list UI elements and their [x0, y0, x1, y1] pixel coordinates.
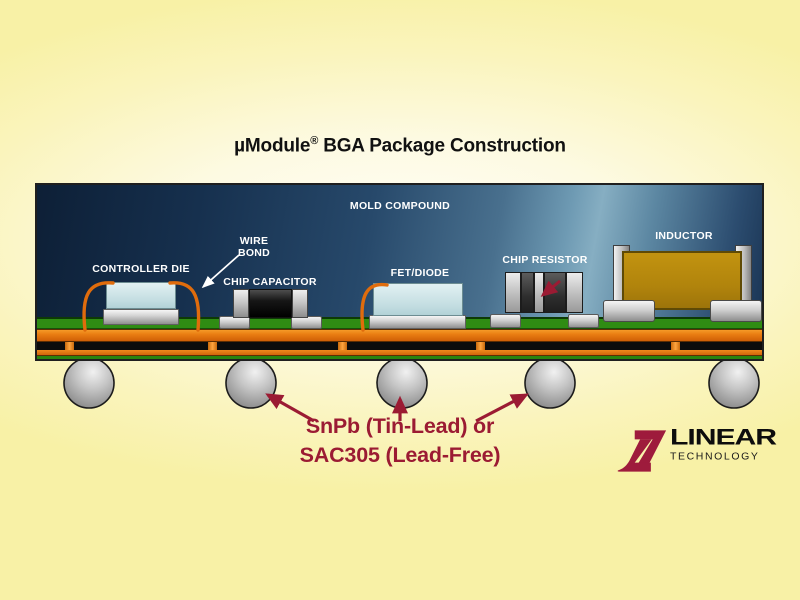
logo-brand-text: LINEAR: [670, 425, 777, 450]
fet-diode-die: [373, 283, 463, 316]
title-product-name: µModule: [234, 135, 311, 157]
controller-die-label: CONTROLLER DIE: [92, 263, 190, 275]
chip-capacitor-body: [249, 289, 292, 318]
substrate-soldermask-bottom-layer: [35, 356, 764, 361]
registered-trademark-symbol: ®: [310, 135, 319, 147]
chip-resistor-body: [521, 272, 534, 313]
title-suffix: BGA Package Construction: [318, 135, 566, 157]
controller-die-attach-base: [103, 309, 179, 325]
page-title: µModule® BGA Package Construction: [0, 135, 800, 157]
controller-die: [106, 282, 176, 309]
mold-compound-label: MOLD COMPOUND: [349, 200, 451, 212]
substrate-copper-layer-top: [35, 329, 764, 342]
logo-text-block: LINEAR TECHNOLOGY: [670, 425, 777, 463]
inductor-foot-left: [603, 300, 655, 322]
inductor-foot-right: [710, 300, 762, 322]
annotation-arrow-left: [265, 393, 315, 423]
capacitor-terminal-left: [233, 289, 249, 318]
fet-diode-attach-base: [369, 315, 466, 329]
fet-diode-label: FET/DIODE: [390, 267, 450, 279]
chip-resistor-label: CHIP RESISTOR: [502, 254, 588, 266]
solder-material-note: SnPb (Tin-Lead) or SAC305 (Lead-Free): [0, 412, 800, 470]
capacitor-terminal-right: [292, 289, 308, 318]
package-cross-section-panel: MOLD COMPOUND WIRE BOND CONTROLLER DIE C…: [35, 183, 764, 361]
substrate-core-layer: [35, 342, 764, 350]
logo-sub-text: TECHNOLOGY: [670, 451, 760, 463]
wire-bond-label: WIRE BOND: [237, 235, 271, 259]
annotation-arrow-right: [475, 393, 529, 423]
substrate-via: [338, 342, 347, 350]
solder-note-line1: SnPb (Tin-Lead) or: [305, 414, 495, 438]
inductor-label: INDUCTOR: [655, 230, 713, 242]
solder-annotation-arrows: [265, 393, 529, 423]
resistor-solder-pad-right: [568, 314, 599, 328]
resistor-terminal-right: [566, 272, 583, 313]
solder-note-line2: SAC305 (Lead-Free): [299, 443, 501, 467]
lt-logo-icon: [617, 430, 667, 472]
substrate-via: [476, 342, 485, 350]
resistor-terminal-left: [505, 272, 521, 313]
substrate-copper-layer-bottom: [35, 350, 764, 356]
substrate-via: [671, 342, 680, 350]
substrate-via: [65, 342, 74, 350]
resistor-terminal-middle: [534, 272, 544, 313]
linear-technology-logo: LINEAR TECHNOLOGY: [615, 424, 785, 478]
substrate-via: [208, 342, 217, 350]
chip-capacitor-label: CHIP CAPACITOR: [223, 276, 317, 288]
chip-resistor-body: [544, 272, 566, 313]
resistor-solder-pad-left: [490, 314, 521, 328]
